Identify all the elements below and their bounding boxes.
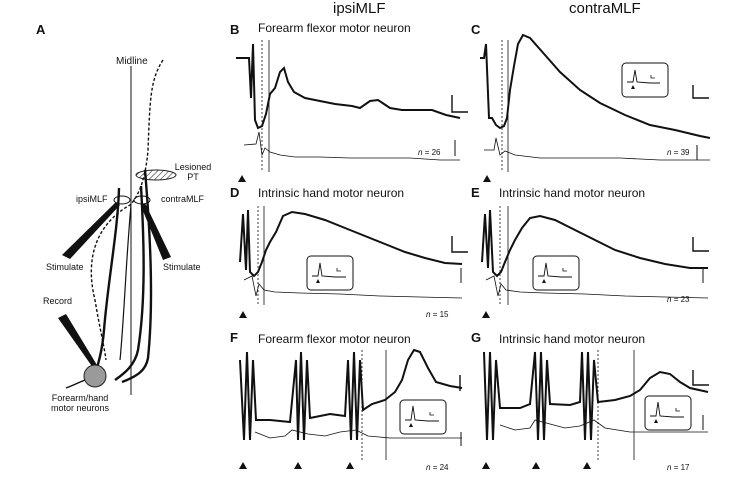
- panel-c-n-label: n = 39: [667, 148, 690, 157]
- panel-f-stimulus-triangle-1-icon: [239, 462, 247, 469]
- record-electrode: [58, 314, 100, 372]
- panel-c-inset-trace-icon: [621, 62, 669, 98]
- contramlf-fiber: [114, 185, 145, 381]
- motor-neuron-soma: [83, 364, 107, 388]
- panel-d-title: Intrinsic hand motor neuron: [258, 186, 405, 200]
- panel-g-stimulus-triangle-1-icon: [482, 462, 490, 469]
- panel-f-inset-trace-icon: [399, 399, 447, 435]
- panel-d-scale-bar: [451, 236, 468, 253]
- midline-label: Midline: [116, 56, 148, 67]
- contramlf-diagram-label: contraMLF: [161, 194, 205, 204]
- panel-c-main-trace: [480, 33, 711, 139]
- panel-d-field-trace: [243, 275, 463, 299]
- panel-e-field-trace: [485, 275, 709, 299]
- panel-letter-a: A: [36, 22, 46, 37]
- panel-e-main-trace: [481, 209, 708, 278]
- panel-c-stimulus-triangle-icon: [483, 175, 491, 182]
- panel-e-stimulus-triangle-icon: [482, 311, 490, 318]
- panel-e-n-label: n = 23: [667, 295, 690, 304]
- panel-g-traces: [483, 350, 709, 460]
- stimulate-left-electrode: [62, 202, 120, 259]
- contramlf-ring: [133, 195, 151, 205]
- panel-f-inset-scale: [429, 412, 434, 416]
- panel-g-inset-triangle-icon: [654, 419, 658, 423]
- pyramidal-tract-path: [90, 59, 164, 361]
- panel-g-main-trace: [483, 351, 709, 441]
- panel-e-inset-triangle-icon: [542, 279, 546, 283]
- panel-letter-e: E: [471, 185, 480, 200]
- panel-d-inset-trace-icon: [306, 255, 354, 291]
- panel-f-stimulus-triangle-2-icon: [294, 462, 302, 469]
- panel-d-inset-scale: [336, 268, 341, 272]
- panel-g-field-trace: [499, 419, 708, 433]
- panel-letter-b: B: [230, 22, 240, 37]
- panel-c-traces: [480, 33, 711, 172]
- column-title-contra: contraMLF: [569, 0, 641, 17]
- panel-f-inset-triangle-icon: [409, 423, 413, 427]
- schematic-diagram: [58, 59, 177, 395]
- crossing-fiber: [119, 204, 132, 361]
- panel-d-stimulus-triangle-icon: [239, 311, 247, 318]
- ipsimlf-diagram-label: ipsiMLF: [76, 194, 108, 204]
- panel-f-title: Forearm flexor motor neuron: [258, 332, 411, 346]
- panel-e-inset-scale: [562, 268, 567, 272]
- lesion-ellipse: [135, 169, 177, 181]
- panel-c-inset-trace: [627, 69, 660, 84]
- panel-b-title: Forearm flexor motor neuron: [258, 21, 411, 35]
- panel-letter-f: F: [230, 330, 238, 345]
- panel-b-n-label: n = 26: [418, 148, 441, 157]
- panel-b-field-trace: [243, 131, 460, 161]
- panel-b-stimulus-triangle-icon: [238, 175, 246, 182]
- panel-e-inset-trace-icon: [532, 255, 580, 291]
- panel-g-stimulus-triangle-3-icon: [583, 462, 591, 469]
- panel-c-inset-triangle-icon: [631, 85, 635, 89]
- stimulate-right-label: Stimulate: [163, 262, 201, 272]
- panel-c-scale-bar: [692, 85, 709, 99]
- panel-g-inset-trace: [650, 401, 684, 418]
- record-label: Record: [43, 296, 73, 306]
- panel-f-field-trace: [254, 429, 462, 439]
- column-title-ipsi: ipsiMLF: [333, 0, 386, 17]
- panel-c-inset-scale: [650, 75, 655, 79]
- panel-d-inset-trace: [312, 262, 346, 278]
- panel-letter-g: G: [471, 330, 482, 345]
- panel-e-traces: [481, 206, 709, 305]
- panel-g-inset-trace-icon: [644, 395, 692, 431]
- panel-d-n-label: n = 15: [426, 310, 449, 319]
- panel-b-main-trace: [236, 43, 461, 130]
- panel-g-inset-scale: [675, 408, 680, 412]
- stimulate-left-label: Stimulate: [46, 262, 84, 272]
- panel-f-n-label: n = 24: [426, 463, 449, 472]
- panel-d-main-trace: [239, 209, 463, 278]
- stimulate-right-electrode: [141, 203, 171, 260]
- panel-g-stimulus-triangle-2-icon: [532, 462, 540, 469]
- panel-g-n-label: n = 17: [667, 463, 690, 472]
- panel-d-inset-triangle-icon: [316, 279, 320, 283]
- panel-b-scale-bar: [451, 95, 468, 113]
- panel-f-main-trace: [239, 348, 463, 441]
- panel-letter-d: D: [230, 185, 240, 200]
- panel-b-traces: [236, 40, 468, 172]
- panel-e-title: Intrinsic hand motor neuron: [499, 186, 646, 200]
- panel-f-inset-trace: [405, 405, 439, 422]
- panel-g-scale-bar: [692, 370, 709, 386]
- panel-c-field-trace: [484, 137, 710, 161]
- panel-f-stimulus-triangle-3-icon: [346, 462, 354, 469]
- panel-f-traces: [239, 348, 463, 460]
- panel-e-inset-trace: [538, 262, 572, 278]
- ipsimlf-ring: [113, 195, 131, 205]
- panel-e-scale-bar: [692, 237, 709, 252]
- panel-d-traces: [239, 206, 468, 305]
- panel-g-title: Intrinsic hand motor neuron: [499, 332, 646, 346]
- panel-letter-c: C: [471, 22, 481, 37]
